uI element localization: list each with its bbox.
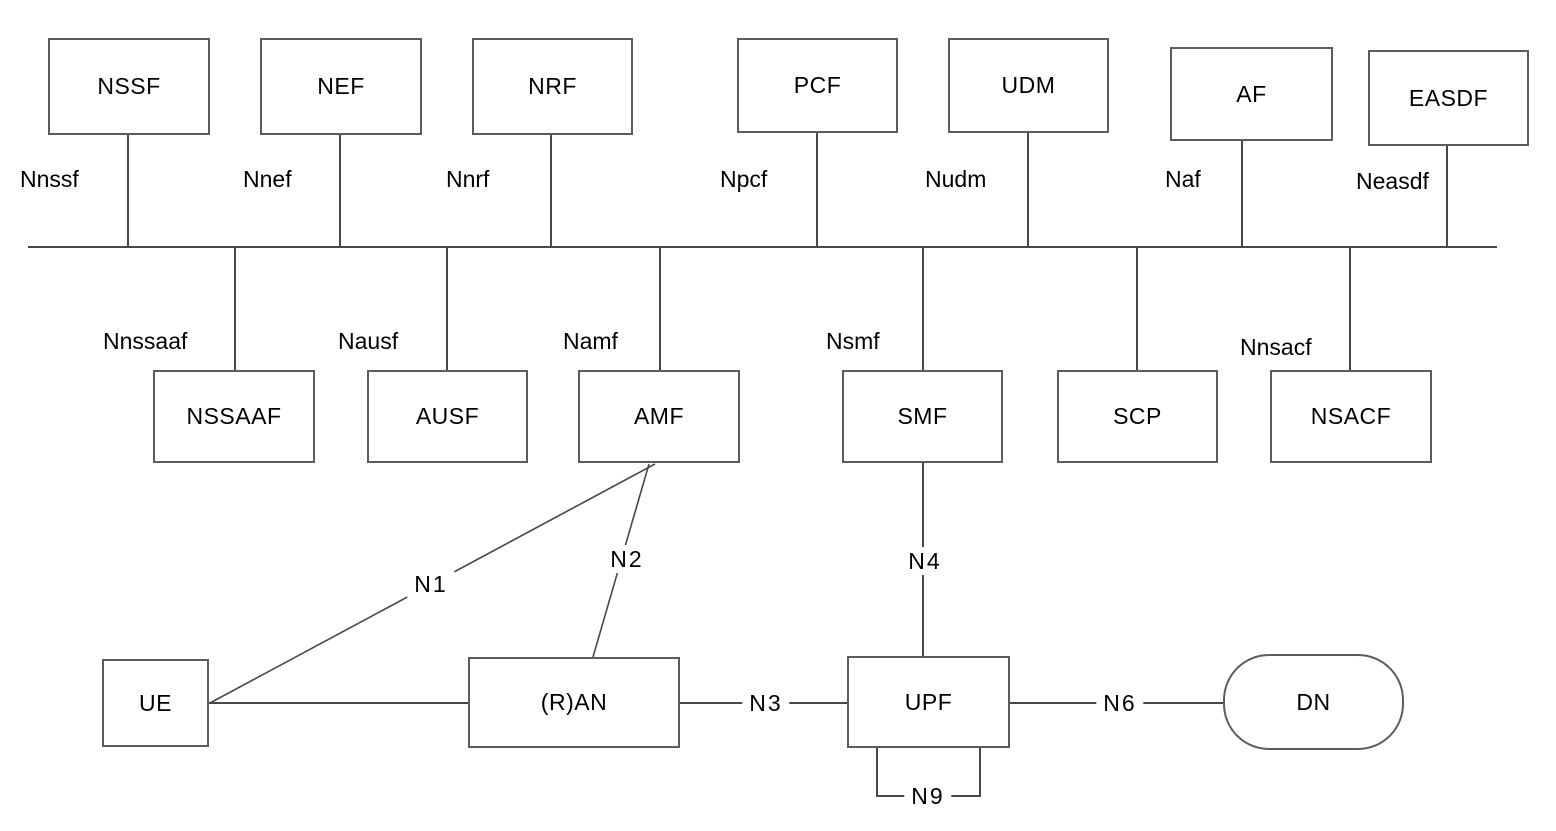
label-n2: N2 [603, 545, 651, 573]
node-ue-label: UE [139, 689, 172, 716]
node-nssf: NSSF [48, 38, 210, 135]
node-easdf: EASDF [1368, 50, 1529, 146]
node-udm: UDM [948, 38, 1109, 133]
service-bus-line [28, 246, 1497, 248]
node-ausf: AUSF [367, 370, 528, 463]
label-naf: Naf [1165, 166, 1201, 192]
label-nnef: Nnef [243, 166, 292, 192]
node-nssaaf: NSSAAF [153, 370, 315, 463]
ausf-bus-connector [446, 248, 448, 370]
label-nausf: Nausf [338, 328, 399, 354]
label-nnssaaf: Nnssaaf [103, 328, 188, 354]
label-npcf: Npcf [720, 166, 768, 192]
node-scp: SCP [1057, 370, 1218, 463]
node-scp-label: SCP [1113, 403, 1162, 429]
node-smf-label: SMF [897, 403, 948, 429]
easdf-bus-connector [1446, 146, 1448, 246]
pcf-bus-connector [816, 133, 818, 246]
label-nudm: Nudm [925, 166, 987, 192]
nrf-bus-connector [550, 135, 552, 246]
node-upf-label: UPF [904, 688, 953, 715]
node-nssaaf-label: NSSAAF [186, 403, 282, 429]
node-easdf-label: EASDF [1408, 84, 1489, 111]
node-dn: DN [1223, 654, 1404, 750]
node-udm-label: UDM [1001, 72, 1056, 98]
link-n9-left-line [876, 748, 878, 797]
node-upf: UPF [847, 656, 1010, 748]
node-nrf-label: NRF [528, 73, 577, 99]
scp-bus-connector [1136, 248, 1138, 370]
label-n3: N3 [742, 689, 790, 717]
node-ran-label: (R)AN [540, 689, 608, 715]
label-n1: N1 [407, 570, 455, 598]
label-nnsacf: Nnsacf [1240, 334, 1312, 360]
node-ausf-label: AUSF [415, 403, 480, 429]
nssaaf-bus-connector [234, 248, 236, 370]
node-smf: SMF [842, 370, 1003, 463]
amf-bus-connector [659, 248, 661, 370]
node-af-label: AF [1236, 80, 1267, 107]
nsacf-bus-connector [1349, 248, 1351, 370]
node-nef: NEF [260, 38, 422, 135]
node-nsacf: NSACF [1270, 370, 1432, 463]
label-nnrf: Nnrf [446, 166, 490, 192]
label-nnssf: Nnssf [20, 166, 79, 192]
node-dn-label: DN [1296, 688, 1331, 715]
link-ue-ran-line [209, 702, 468, 704]
node-pcf-label: PCF [793, 72, 842, 98]
label-n9: N9 [904, 782, 952, 810]
node-nrf: NRF [472, 38, 633, 135]
label-n4: N4 [901, 547, 949, 575]
node-ran: (R)AN [468, 657, 680, 748]
node-nssf-label: NSSF [97, 73, 161, 99]
node-amf: AMF [578, 370, 740, 463]
node-ue: UE [102, 659, 209, 747]
link-n9-right-line [979, 748, 981, 797]
node-pcf: PCF [737, 38, 898, 133]
af-bus-connector [1241, 141, 1243, 246]
label-nsmf: Nsmf [826, 328, 880, 354]
node-amf-label: AMF [633, 403, 685, 429]
node-nef-label: NEF [317, 73, 365, 99]
udm-bus-connector [1027, 133, 1029, 246]
label-neasdf: Neasdf [1356, 168, 1429, 194]
node-nsacf-label: NSACF [1310, 403, 1392, 429]
nef-bus-connector [339, 135, 341, 246]
smf-bus-connector [922, 248, 924, 370]
node-af: AF [1170, 47, 1333, 141]
label-n6: N6 [1096, 689, 1144, 717]
nssf-bus-connector [127, 135, 129, 246]
label-namf: Namf [563, 328, 618, 354]
